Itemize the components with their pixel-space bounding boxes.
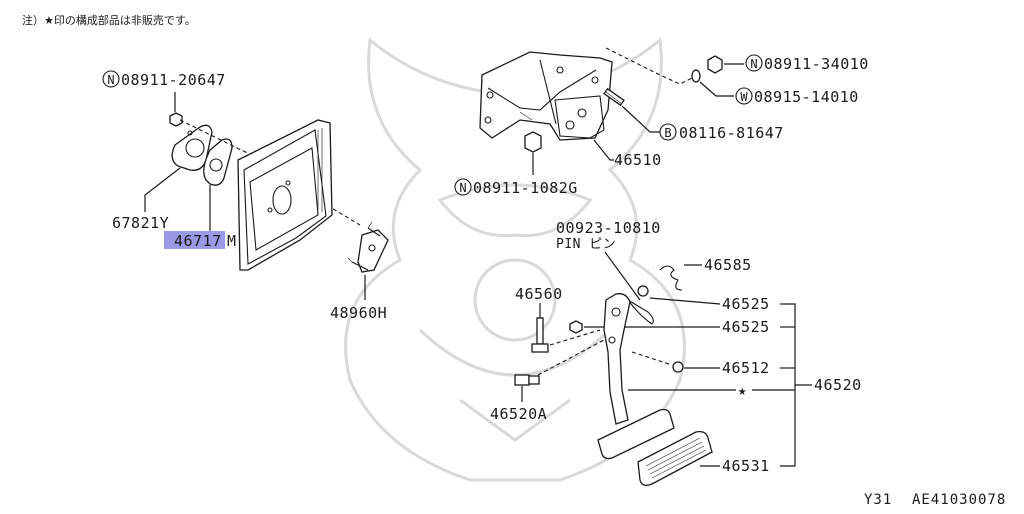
callout-46520a[interactable]: 46520A <box>490 405 547 423</box>
stopper-46512[interactable] <box>672 361 684 373</box>
part-number-08915-14010: 08915-14010 <box>754 88 859 106</box>
prefix-b-circle <box>659 123 677 141</box>
plate-67821y[interactable] <box>171 124 213 171</box>
gasket-46717m[interactable] <box>203 138 233 186</box>
prefix-n-circle <box>745 54 763 72</box>
part-number-46520a: 46520A <box>490 405 547 423</box>
part-suffix-m: M <box>227 232 237 250</box>
washer-08915-14010[interactable] <box>691 69 701 83</box>
part-number-46525: 46525 <box>722 318 770 336</box>
assembly-line <box>605 47 693 85</box>
prefix-w-circle <box>735 87 753 105</box>
part-number-00923-10810: 00923-10810 <box>556 219 661 237</box>
part-number-48960h: 48960H <box>330 304 387 322</box>
part-number-67821y: 67821Y <box>112 214 169 232</box>
prefix-n-letter: N <box>107 73 114 87</box>
prefix-w-letter: W <box>740 90 748 104</box>
prefix-n-letter: N <box>750 57 757 71</box>
leader-line <box>593 139 614 161</box>
callout-08116-81647[interactable]: B 08116-81647 <box>659 123 784 142</box>
prefix-n-letter: N <box>459 181 466 195</box>
watermark-emblem <box>344 37 686 482</box>
prefix-n-circle <box>102 70 120 88</box>
nut-08911-1082g[interactable] <box>524 131 542 153</box>
callout-46520[interactable]: 46520 <box>814 376 862 394</box>
part-number-46510: 46510 <box>614 151 662 169</box>
footer-diagram-code: AE41030078 <box>912 492 1006 508</box>
part-number-08911-1082g: 08911-1082G <box>473 179 578 197</box>
callout-46525-upper[interactable]: 46525 <box>722 295 770 313</box>
nut-08911-34010[interactable] <box>707 55 723 74</box>
pedal-bracket-46510[interactable] <box>479 51 613 141</box>
bushing-46525-lower[interactable] <box>569 320 583 334</box>
part-number-46717: 46717 <box>174 232 222 250</box>
part-number-46520: 46520 <box>814 376 862 394</box>
leader-line <box>144 167 181 212</box>
callout-46560[interactable]: 46560 <box>515 285 563 303</box>
callout-46510[interactable]: 46510 <box>614 151 662 169</box>
bracket-48960h[interactable] <box>347 221 389 273</box>
callout-00923-10810[interactable]: 00923-10810 PIN ピン <box>556 219 661 252</box>
bushing-46525[interactable] <box>637 285 649 297</box>
assembly-bracket <box>780 303 796 467</box>
bolt-46520a[interactable] <box>514 374 540 386</box>
dash-panel[interactable] <box>237 119 333 271</box>
assembly-line <box>631 351 673 366</box>
nut-part[interactable] <box>169 112 183 127</box>
callout-48960h[interactable]: 48960H <box>330 304 387 322</box>
bolt-46560[interactable] <box>531 317 549 353</box>
star-mark: ★ <box>738 383 747 399</box>
leader-line <box>699 81 734 97</box>
pedal-pad[interactable] <box>597 408 675 460</box>
leader-line <box>604 251 641 301</box>
pedal-rubber-46531[interactable] <box>637 430 713 486</box>
part-number-46512: 46512 <box>722 359 770 377</box>
part-number-46525: 46525 <box>722 295 770 313</box>
assembly-line <box>549 329 601 346</box>
bolt-08116-81647[interactable] <box>603 87 625 107</box>
part-number-08116-81647: 08116-81647 <box>679 124 784 142</box>
callout-46512[interactable]: 46512 <box>722 359 770 377</box>
callout-67821y[interactable]: 67821Y <box>112 214 169 232</box>
callout-08911-20647[interactable]: N 08911-20647 <box>102 70 226 89</box>
callout-08911-34010[interactable]: N 08911-34010 <box>745 54 869 73</box>
prefix-b-letter: B <box>664 126 671 140</box>
note-text: 注）★印の構成部品は非販売です。 <box>22 13 196 27</box>
part-number-08911-34010: 08911-34010 <box>764 55 869 73</box>
callout-46717m[interactable]: 46717 M <box>164 231 237 250</box>
callout-46531[interactable]: 46531 <box>722 457 770 475</box>
brake-pedal-arm[interactable] <box>603 293 631 425</box>
assembly-line <box>537 339 605 376</box>
leader-line <box>649 297 721 305</box>
part-number-08911-20647: 08911-20647 <box>121 71 226 89</box>
prefix-n-circle <box>454 178 472 196</box>
part-number-46531: 46531 <box>722 457 770 475</box>
leader-line <box>621 105 660 133</box>
callout-08911-1082g[interactable]: N 08911-1082G <box>454 178 578 197</box>
callout-46585[interactable]: 46585 <box>704 256 752 274</box>
part-desc-pin: PIN ピン <box>556 237 616 252</box>
part-number-46585: 46585 <box>704 256 752 274</box>
callout-46525-lower[interactable]: 46525 <box>722 318 770 336</box>
highlight-box <box>164 231 225 249</box>
spring-46585[interactable] <box>659 265 683 291</box>
footer-model: Y31 <box>864 492 892 508</box>
callout-08915-14010[interactable]: W 08915-14010 <box>735 87 859 106</box>
pin-part[interactable] <box>627 299 654 325</box>
part-number-46560: 46560 <box>515 285 563 303</box>
